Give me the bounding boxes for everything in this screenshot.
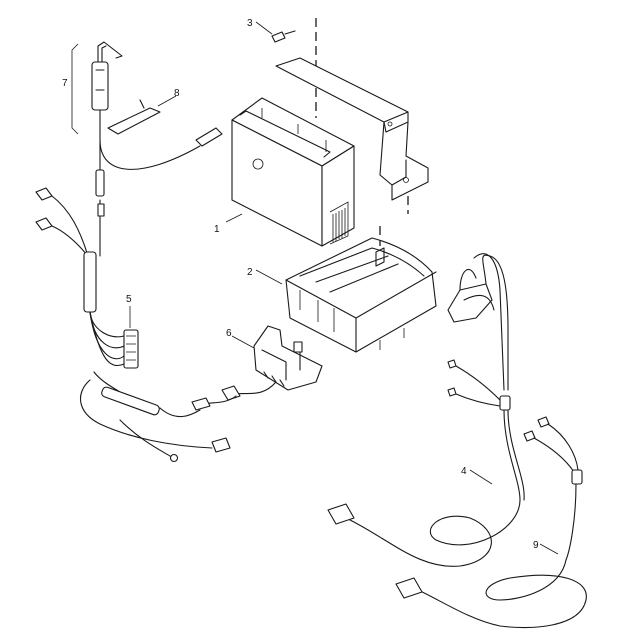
mounting-bracket <box>275 57 429 214</box>
part-7-ignition-electrode <box>71 41 223 197</box>
callout-6: 6 <box>226 328 232 339</box>
part-4-sensor-cable <box>327 253 525 567</box>
leader-lines <box>129 21 559 555</box>
part-9-cable <box>395 416 587 629</box>
callout-4: 4 <box>461 466 467 477</box>
callout-8: 8 <box>174 88 180 99</box>
callout-1: 1 <box>214 224 220 235</box>
callout-7: 7 <box>62 78 68 89</box>
part-6-connector-plate <box>191 325 323 411</box>
part-5-wiring-harness <box>35 187 231 463</box>
callout-9: 9 <box>533 540 539 551</box>
part-1-control-unit <box>231 97 355 247</box>
callout-3: 3 <box>247 18 253 29</box>
callout-2: 2 <box>247 267 253 278</box>
part-8-clip <box>107 99 161 135</box>
part-2-housing <box>285 226 437 353</box>
callout-5: 5 <box>126 294 132 305</box>
